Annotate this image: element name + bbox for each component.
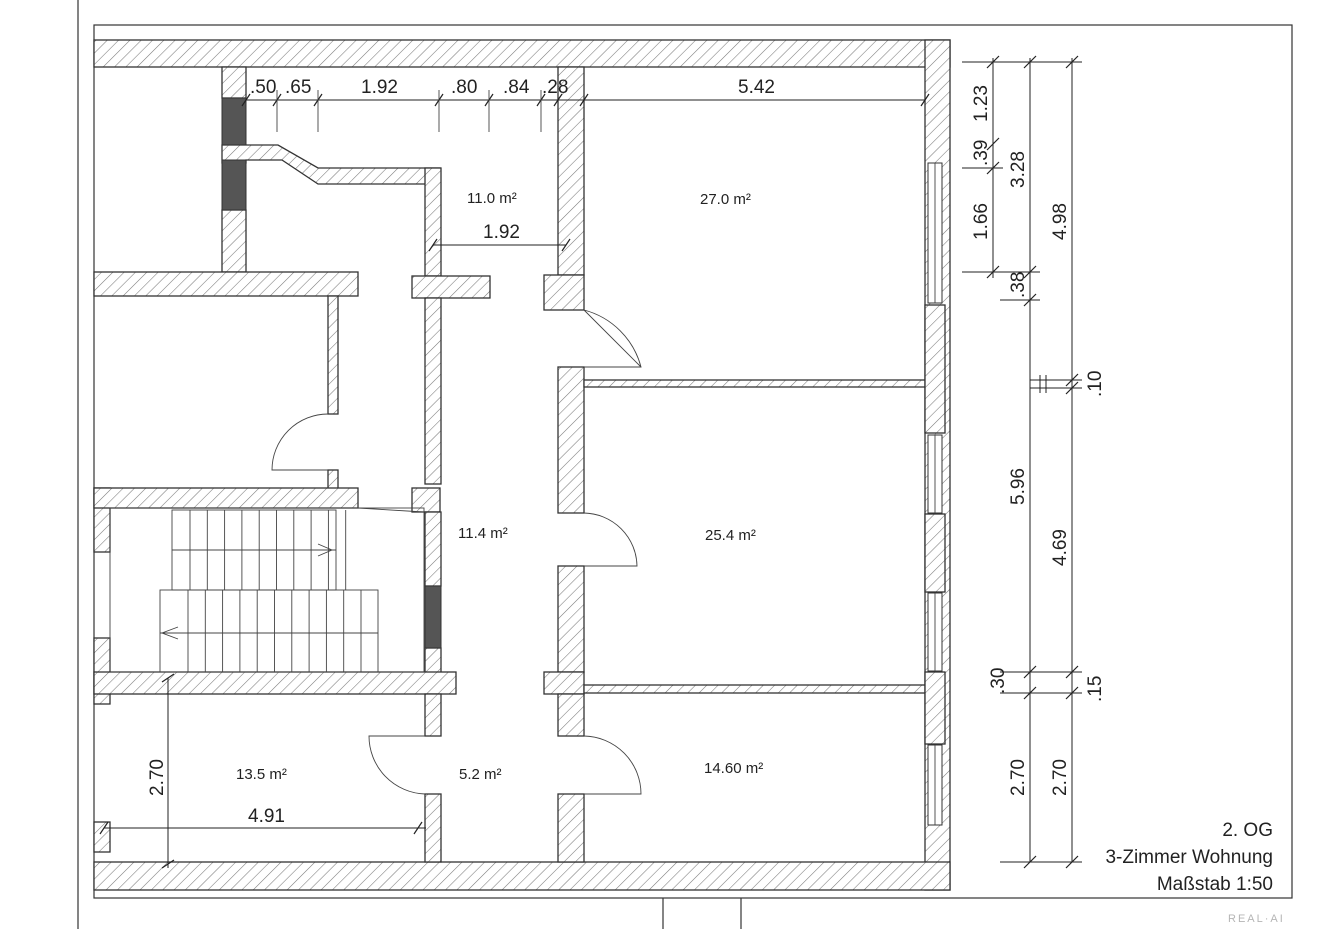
- title-floor: 2. OG: [1222, 820, 1273, 841]
- dim-top-542: 5.42: [738, 77, 775, 98]
- sheet-frame: [77, 0, 1293, 929]
- area-corridor-mid: 11.4 m²: [458, 525, 508, 542]
- dim-r3-498: 4.98: [1050, 203, 1071, 240]
- dim-r1-270: 2.70: [1008, 759, 1029, 796]
- exterior-dimension-chains: [962, 55, 1082, 869]
- top-dimension-labels: .50 .65 1.92 .80 .84 .28 5.42 1.92 4.91 …: [147, 77, 775, 827]
- dim-top-80: .80: [451, 77, 477, 98]
- title-unit: 3-Zimmer Wohnung: [1105, 847, 1273, 868]
- shaft-elements: [221, 97, 442, 649]
- windows: [927, 162, 943, 826]
- dim-r1-39: .39: [971, 140, 992, 166]
- dim-r3-270: 2.70: [1050, 759, 1071, 796]
- room-area-labels: 11.0 m² 27.0 m² 11.4 m² 25.4 m² 13.5 m² …: [236, 190, 763, 783]
- right-dimension-labels: 1.23 .39 1.66 .38 5.96 .30 2.70 3.28 4.6…: [971, 85, 1106, 796]
- dim-r1-123: 1.23: [971, 85, 992, 122]
- dim-r1-30: .30: [988, 668, 1009, 694]
- dim-left-270: 2.70: [147, 759, 168, 796]
- staircase: [109, 507, 425, 673]
- dim-r2-469: 4.69: [1050, 529, 1071, 566]
- title-scale: Maßstab 1:50: [1157, 874, 1273, 895]
- area-room-mid-right: 25.4 m²: [705, 527, 756, 544]
- dim-top-65: .65: [285, 77, 311, 98]
- watermark: REAL·AI: [1228, 913, 1285, 925]
- dim-r3-15: .15: [1085, 676, 1106, 702]
- dim-bottom-491: 4.91: [248, 806, 285, 827]
- interior-dimension-lines: [99, 90, 930, 869]
- dim-top-50: .50: [250, 77, 276, 98]
- dim-top-28: .28: [542, 77, 568, 98]
- area-room-top-right: 27.0 m²: [700, 191, 751, 208]
- dim-r2-328: 3.28: [1008, 151, 1029, 188]
- area-room-bottom-left: 13.5 m²: [236, 766, 287, 783]
- dim-r1-38: .38: [1008, 272, 1029, 298]
- area-room-bottom-right: 14.60 m²: [704, 760, 763, 777]
- dim-top-84: .84: [503, 77, 530, 98]
- dim-r1-166: 1.66: [971, 203, 992, 240]
- dim-top-192: 1.92: [361, 77, 398, 98]
- title-block: 2. OG 3-Zimmer Wohnung Maßstab 1:50: [1105, 820, 1273, 895]
- dim-r3-10: .10: [1085, 371, 1106, 397]
- dim-r1-596: 5.96: [1008, 468, 1029, 505]
- doors: [271, 309, 642, 795]
- area-corridor-top: 11.0 m²: [467, 190, 517, 207]
- dim-corridor-width: 1.92: [483, 222, 520, 243]
- area-corridor-bottom: 5.2 m²: [459, 766, 502, 783]
